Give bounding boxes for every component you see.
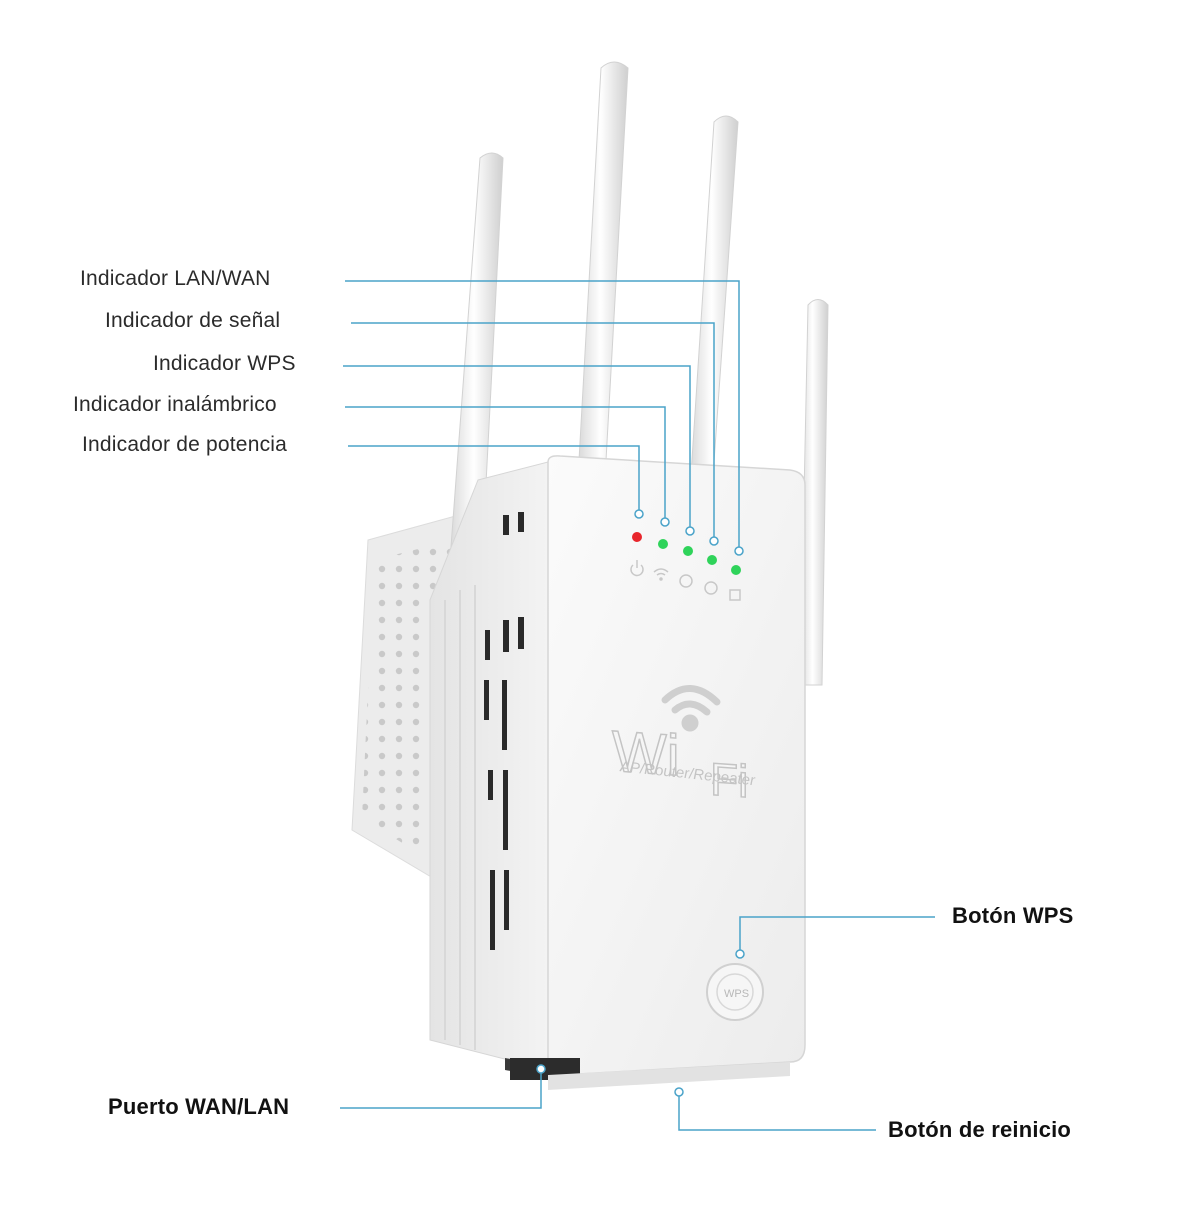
callout-wireless (345, 406, 666, 522)
callout-endpoints (536, 509, 745, 1097)
wifi-arcs-icon (661, 685, 721, 732)
logo-fi: Fi (710, 753, 748, 808)
label-wps-indicator: Indicador WPS (153, 352, 296, 375)
callout-power (348, 445, 640, 514)
led-lan-wan (731, 565, 741, 575)
antenna-right-mid (689, 115, 739, 491)
callout-wps (343, 365, 691, 531)
wps-button-graphic: WPS (706, 963, 764, 1021)
led-row (632, 532, 741, 575)
label-lan-wan-indicator: Indicador LAN/WAN (80, 267, 271, 290)
antenna-center (577, 61, 629, 479)
svg-text:WPS: WPS (724, 988, 749, 1000)
led-signal (707, 555, 717, 565)
led-icons (630, 560, 741, 601)
label-reset-button: Botón de reinicio (888, 1117, 1072, 1142)
antenna-far-right (799, 299, 829, 686)
label-wan-lan-port: Puerto WAN/LAN (108, 1094, 290, 1119)
label-wireless-indicator: Indicador inalámbrico (73, 393, 277, 416)
callout-wps-button (739, 916, 935, 954)
led-power (632, 532, 642, 542)
label-wps-button: Botón WPS (952, 903, 1074, 928)
callout-lines (340, 280, 935, 1131)
label-power-indicator: Indicador de potencia (82, 433, 288, 456)
device-side (429, 461, 549, 1071)
logo-wi: Wi (612, 719, 680, 789)
lan-icon (729, 589, 741, 601)
callout-reset-button (678, 1092, 876, 1131)
wifi-icon (653, 568, 669, 581)
callout-signal (351, 322, 715, 541)
callout-lan-wan (345, 280, 740, 551)
signal-icon (704, 581, 718, 595)
led-wps (683, 546, 693, 556)
callout-wan-lan-port (340, 1069, 542, 1109)
wps-icon (679, 574, 693, 588)
power-icon (630, 560, 644, 577)
label-signal-indicator: Indicador de señal (105, 309, 281, 332)
led-wireless (658, 539, 668, 549)
